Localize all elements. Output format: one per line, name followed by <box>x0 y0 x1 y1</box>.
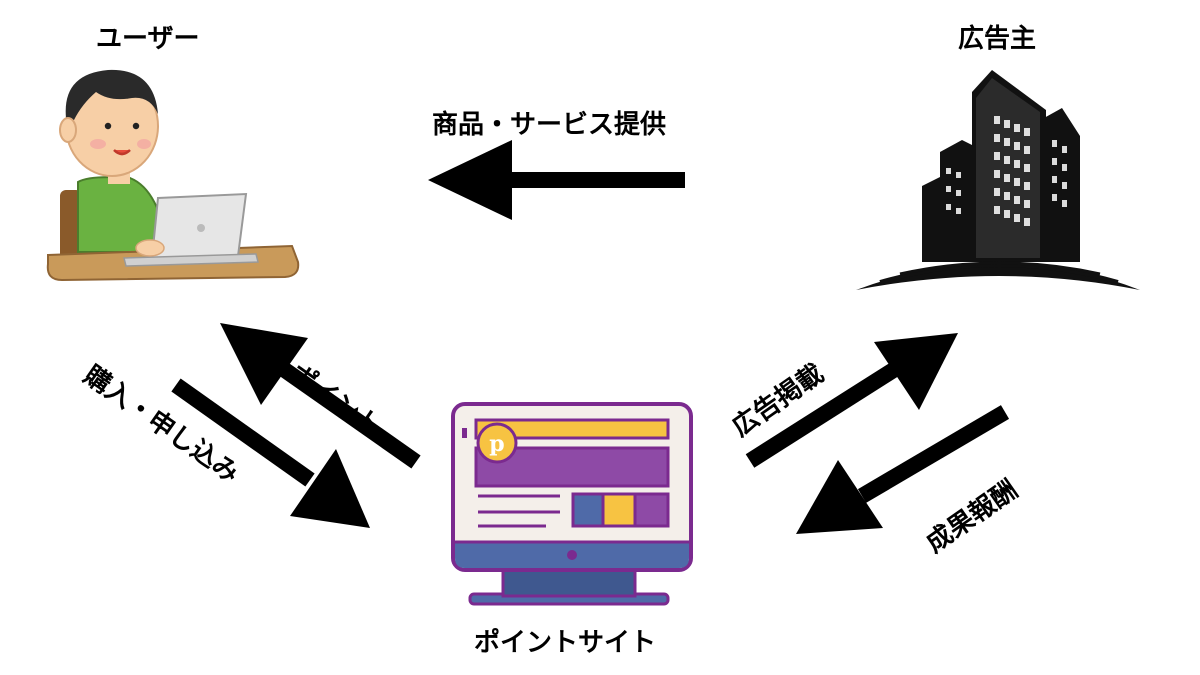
arrow-purchase <box>171 378 370 528</box>
user-at-laptop-icon <box>46 69 300 282</box>
flow-label-product-service: 商品・サービス提供 <box>432 110 667 140</box>
user-label: ユーザー <box>96 24 200 54</box>
point-site-label: ポイントサイト <box>474 628 657 658</box>
arrow-product-service <box>428 140 685 220</box>
computer-monitor-icon: p <box>451 402 693 606</box>
svg-text:p: p <box>489 431 504 457</box>
advertiser-label: 広告主 <box>958 24 1037 54</box>
arrow-reward <box>796 405 1010 534</box>
arrow-points <box>220 323 421 469</box>
arrow-ad-listing <box>745 333 958 468</box>
office-building-icon <box>856 70 1140 290</box>
